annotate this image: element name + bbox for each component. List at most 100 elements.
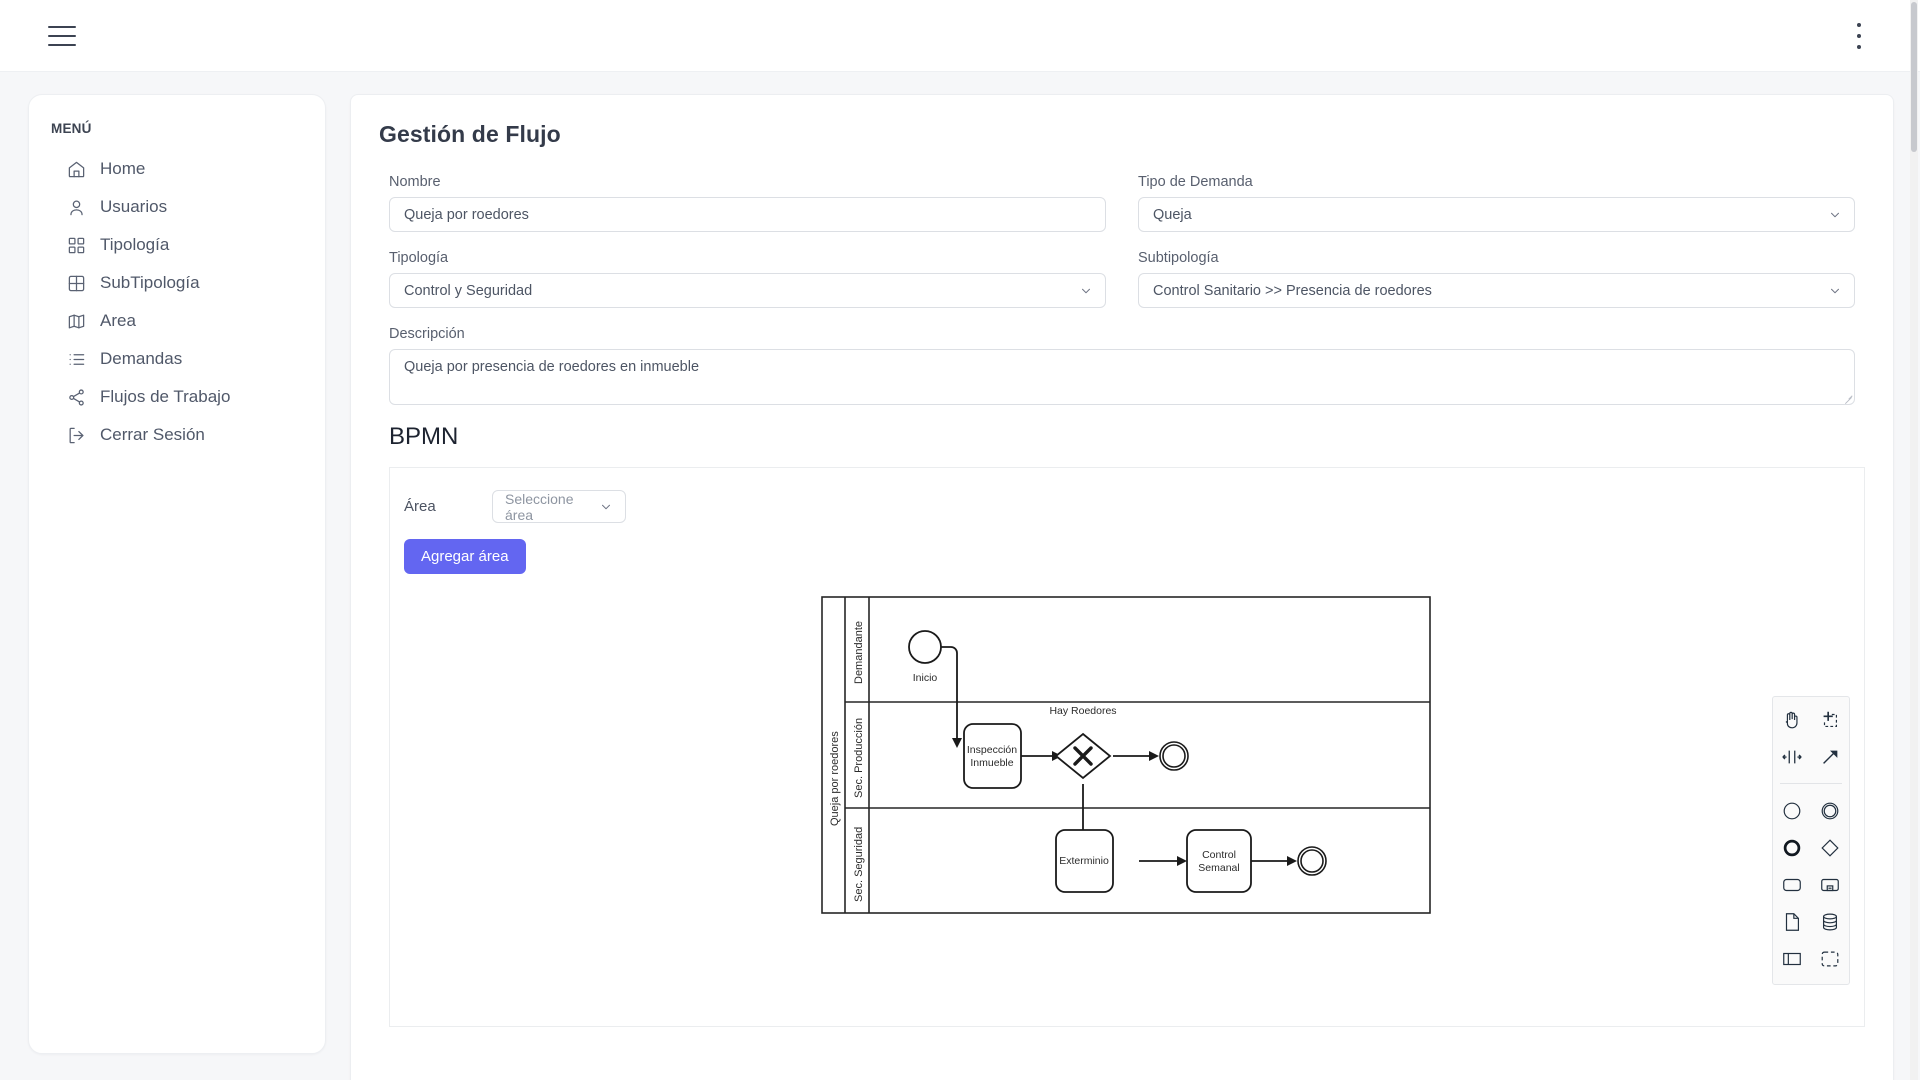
bpmn-palette (1772, 696, 1850, 985)
map-icon (67, 312, 86, 331)
resize-grip-icon[interactable] (1843, 393, 1853, 403)
page-scrollbar[interactable] (1910, 0, 1918, 1080)
bpmn-lane-label-produccion: Sec. Producción (853, 718, 865, 798)
space-tool-icon[interactable] (1773, 742, 1811, 772)
start-event-icon[interactable] (1773, 796, 1811, 826)
bpmn-diagram: Queja por roedores Demandante Sec. Produ… (821, 596, 1431, 914)
lasso-tool-icon[interactable] (1811, 705, 1849, 735)
connect-tool-icon[interactable] (1811, 742, 1849, 772)
field-subtipologia-label: Subtipología (1138, 250, 1219, 266)
chevron-down-icon (599, 500, 613, 514)
kebab-menu-icon[interactable] (1856, 22, 1862, 49)
home-icon (67, 160, 86, 179)
subtipologia-select[interactable]: Control Sanitario >> Presencia de roedor… (1138, 273, 1855, 308)
form-grid: Nombre Queja por roedores Tipo de Demand… (379, 174, 1865, 326)
participant-icon[interactable] (1773, 944, 1811, 974)
svg-text:Inmueble: Inmueble (970, 757, 1013, 769)
sidebar-item-cerrar-sesion[interactable]: Cerrar Sesión (29, 416, 325, 454)
nombre-input[interactable]: Queja por roedores (389, 197, 1106, 232)
bpmn-task-control (1186, 829, 1252, 893)
group-icon[interactable] (1811, 944, 1849, 974)
bpmn-gateway-label: Hay Roedores (1049, 705, 1116, 717)
field-subtipologia: Subtipología Control Sanitario >> Presen… (1128, 250, 1865, 308)
share-network-icon (67, 388, 86, 407)
bpmn-lane-label-demandante: Demandante (853, 621, 865, 684)
tipo-demanda-value: Queja (1153, 206, 1192, 223)
bpmn-end-event-1 (1159, 741, 1189, 771)
chevron-down-icon (1828, 284, 1842, 298)
descripcion-textarea[interactable]: Queja por presencia de roedores en inmue… (389, 349, 1855, 405)
bpmn-task-exterminio (1055, 829, 1114, 893)
tipologia-value: Control y Seguridad (404, 282, 533, 299)
bpmn-start-event (908, 630, 942, 664)
sidebar-item-label: Demandas (100, 349, 183, 368)
area-select[interactable]: Seleccione área (492, 490, 626, 523)
sidebar-item-usuarios[interactable]: Usuarios (29, 188, 325, 226)
sidebar-item-tipologia[interactable]: Tipología (29, 226, 325, 264)
subtipologia-value: Control Sanitario >> Presencia de roedor… (1153, 282, 1432, 299)
table-icon (67, 274, 86, 293)
user-icon (67, 198, 86, 217)
sidebar-item-label: Home (100, 159, 146, 178)
field-tipo-demanda-label: Tipo de Demanda (1138, 174, 1253, 190)
area-row: Área Seleccione área (390, 490, 1864, 523)
logout-icon (67, 426, 86, 445)
sidebar-title: MENÚ (51, 121, 92, 136)
tipo-demanda-select[interactable]: Queja (1138, 197, 1855, 232)
field-tipologia: Tipología Control y Seguridad (379, 250, 1116, 308)
sidebar-item-label: Flujos de Trabajo (100, 387, 231, 406)
bpmn-lane-label-seguridad: Sec. Seguridad (853, 827, 865, 902)
bpmn-canvas[interactable]: Queja por roedores Demandante Sec. Produ… (390, 596, 1864, 985)
chevron-down-icon (1828, 208, 1842, 222)
sidebar-item-label: Cerrar Sesión (100, 425, 205, 444)
field-tipo-demanda: Tipo de Demanda Queja (1128, 174, 1865, 232)
chevron-down-icon (1079, 284, 1093, 298)
palette-divider (1780, 783, 1842, 784)
data-store-icon[interactable] (1811, 907, 1849, 937)
sidebar: MENÚ Home Usuarios Tipología SubTipologí… (28, 94, 326, 1054)
descripcion-value: Queja por presencia de roedores en inmue… (404, 359, 700, 375)
page-body: MENÚ Home Usuarios Tipología SubTipologí… (0, 72, 1920, 1080)
sidebar-item-label: Area (100, 311, 136, 330)
grid-squares-icon (67, 236, 86, 255)
nombre-input-value: Queja por roedores (404, 206, 529, 223)
intermediate-event-icon[interactable] (1811, 796, 1849, 826)
hamburger-icon[interactable] (48, 25, 76, 46)
field-descripcion: Descripción Queja por presencia de roedo… (379, 326, 1865, 405)
subprocess-icon[interactable] (1811, 870, 1849, 900)
list-icon (67, 350, 86, 369)
gateway-icon[interactable] (1811, 833, 1849, 863)
page-title: Gestión de Flujo (379, 121, 561, 147)
bpmn-section-title: BPMN (389, 423, 459, 450)
agregar-area-button[interactable]: Agregar área (404, 539, 526, 574)
svg-text:Control: Control (1202, 849, 1236, 861)
area-select-placeholder: Seleccione área (505, 490, 574, 523)
sidebar-item-flujos-de-trabajo[interactable]: Flujos de Trabajo (29, 378, 325, 416)
sidebar-item-label: Tipología (100, 235, 170, 254)
sidebar-item-subtipologia[interactable]: SubTipología (29, 264, 325, 302)
task-icon[interactable] (1773, 870, 1811, 900)
svg-text:Semanal: Semanal (1198, 862, 1239, 874)
bpmn-end-event-2 (1297, 846, 1327, 876)
sidebar-item-demandas[interactable]: Demandas (29, 340, 325, 378)
sidebar-item-home[interactable]: Home (29, 150, 325, 188)
bpmn-pool-label: Queja por roedores (829, 731, 841, 826)
sidebar-item-label: SubTipología (100, 273, 200, 292)
bpmn-start-label: Inicio (913, 672, 938, 684)
sidebar-item-area[interactable]: Area (29, 302, 325, 340)
hand-tool-icon[interactable] (1773, 705, 1811, 735)
field-nombre-label: Nombre (389, 174, 441, 190)
tipologia-select[interactable]: Control y Seguridad (389, 273, 1106, 308)
field-tipologia-label: Tipología (389, 250, 449, 266)
svg-text:Inspección: Inspección (967, 744, 1017, 756)
bpmn-task-inspeccion (963, 723, 1022, 789)
top-bar (0, 0, 1920, 72)
svg-text:Exterminio: Exterminio (1059, 855, 1109, 867)
area-label: Área (404, 498, 436, 515)
bpmn-panel: Área Seleccione área Agregar área (389, 467, 1865, 1027)
end-event-icon[interactable] (1773, 833, 1811, 863)
sidebar-item-label: Usuarios (100, 197, 168, 216)
data-object-icon[interactable] (1773, 907, 1811, 937)
field-nombre: Nombre Queja por roedores (379, 174, 1116, 232)
main-content-card: Gestión de Flujo Nombre Queja por roedor… (350, 94, 1894, 1080)
